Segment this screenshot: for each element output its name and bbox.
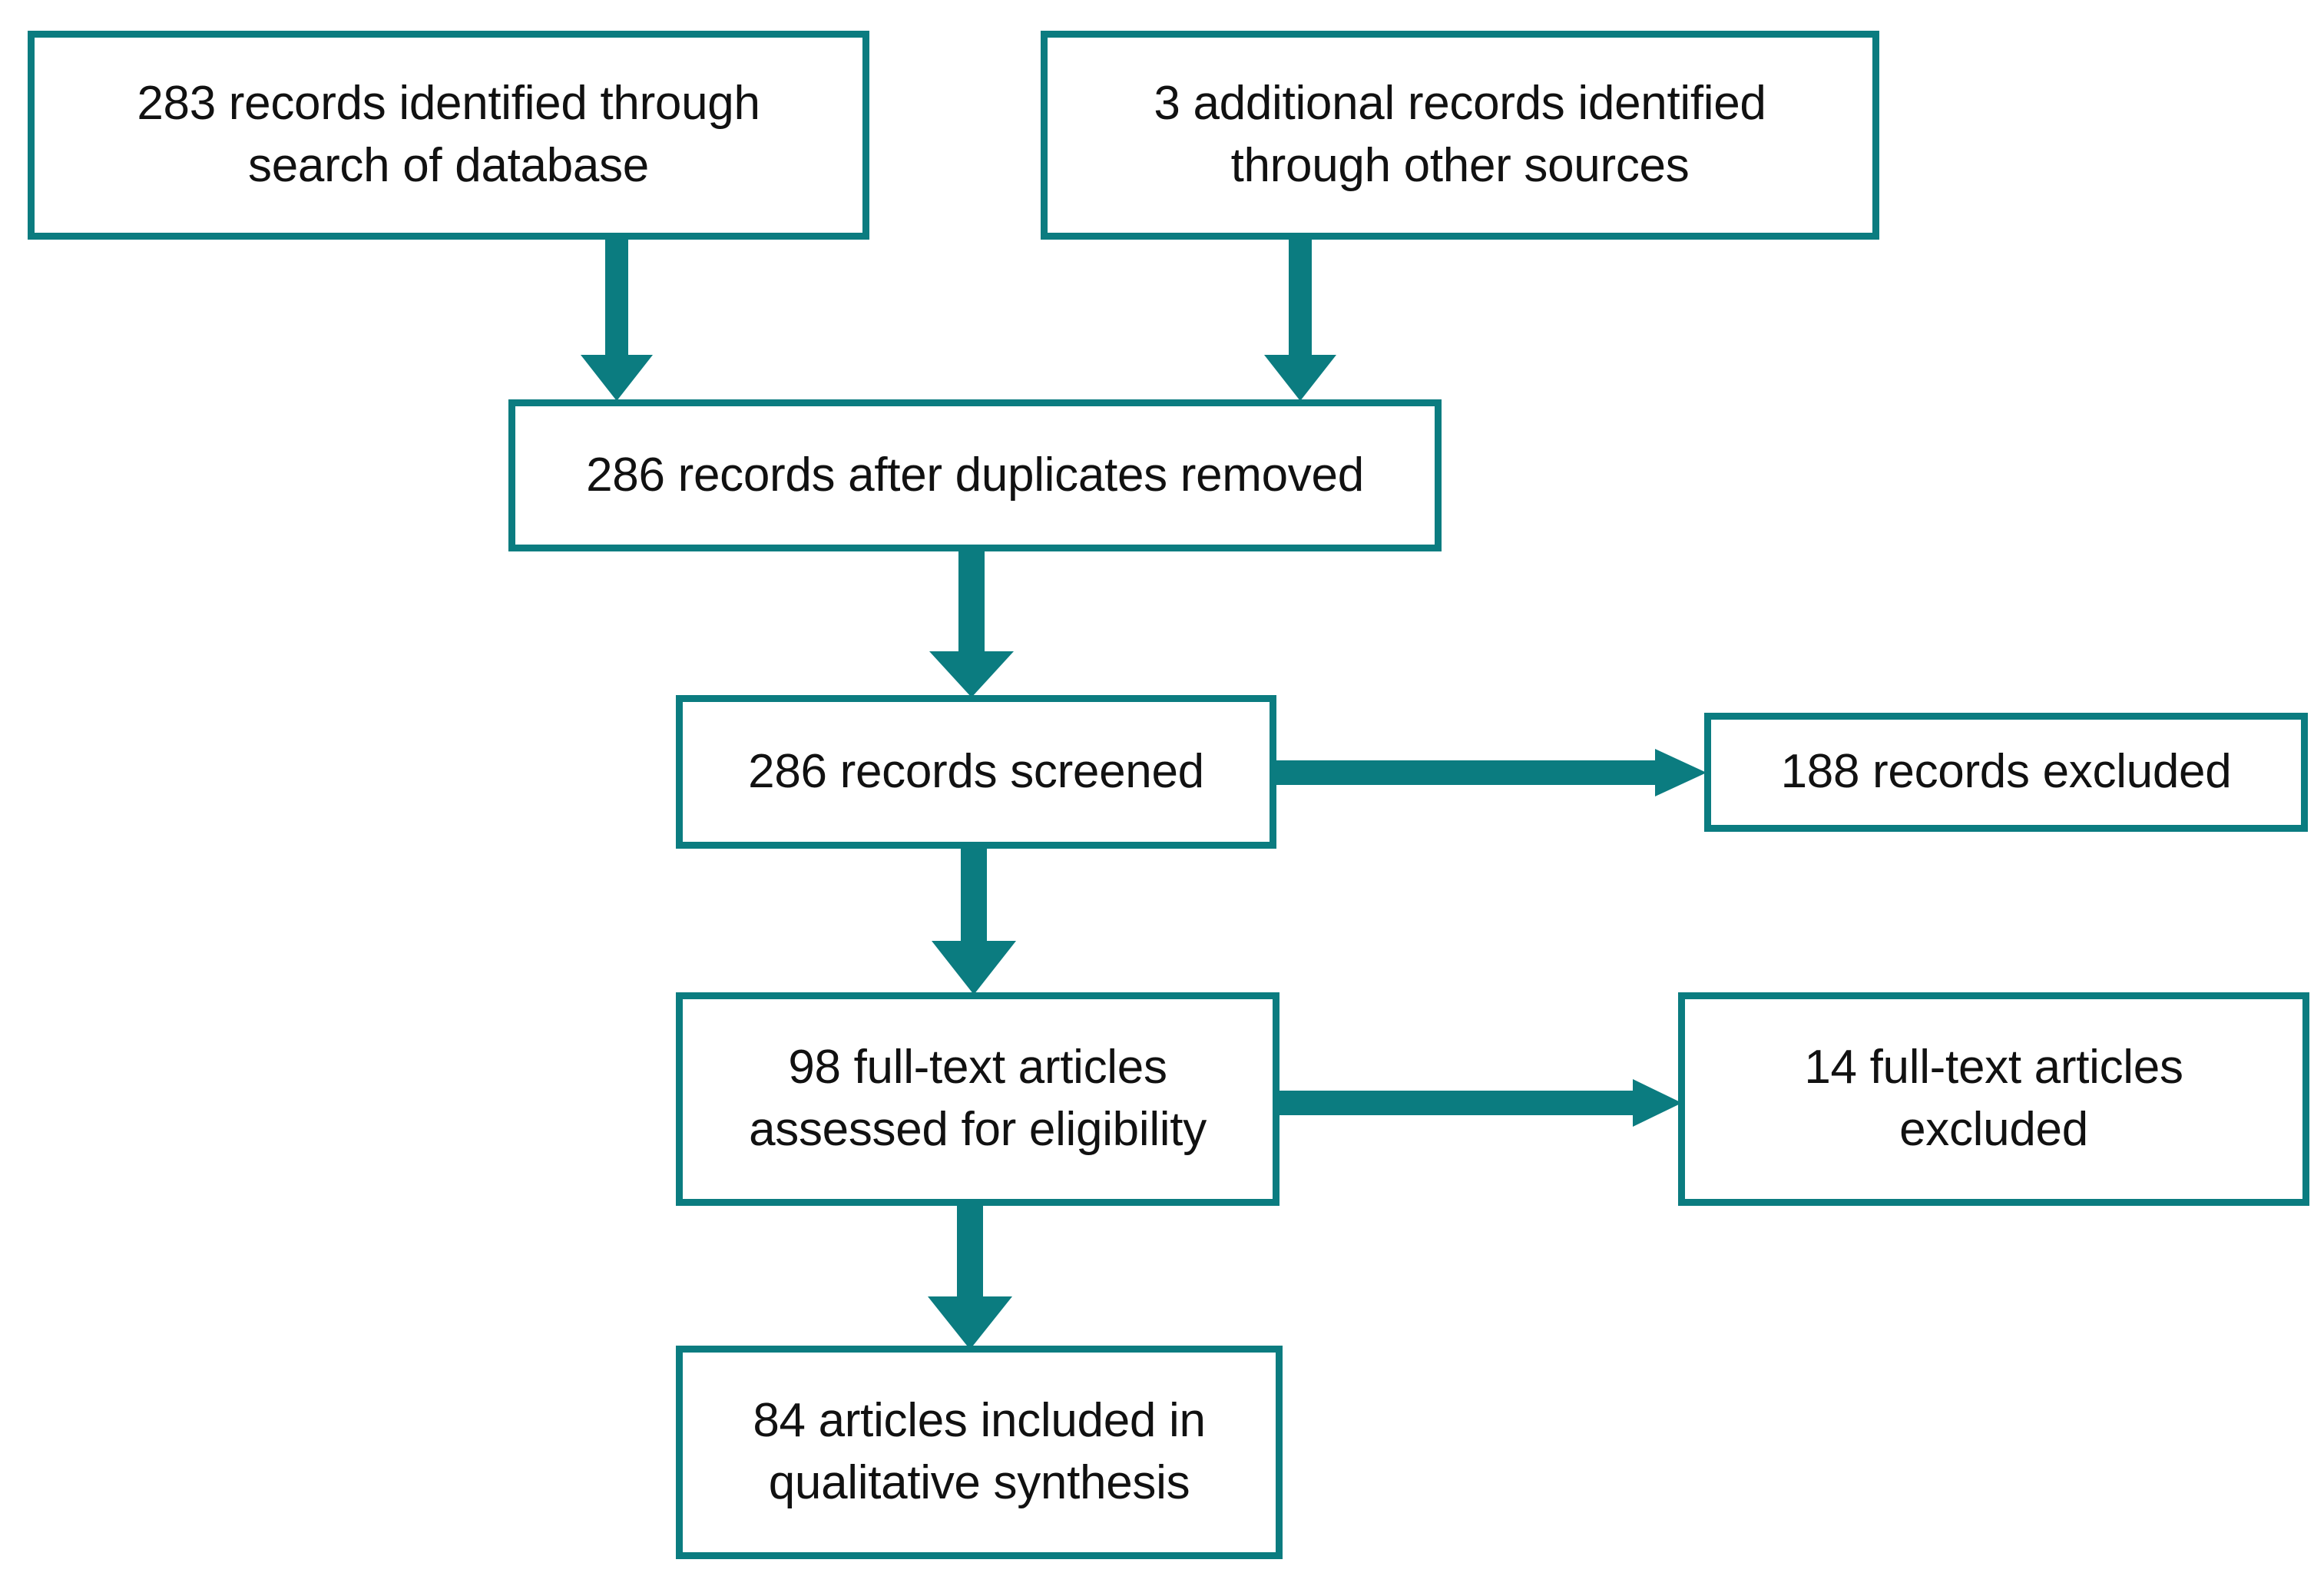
node-label: 283 records identified through search of… — [137, 77, 760, 192]
node-records-screened: 286 records screened — [676, 695, 1276, 849]
node-label: 188 records excluded — [1780, 745, 2232, 799]
node-records-identified-other-sources: 3 additional records identified through … — [1041, 31, 1879, 240]
node-label: 98 full-text articles assessed for eligi… — [749, 1041, 1207, 1156]
node-label: 3 additional records identified through … — [1154, 77, 1766, 192]
node-records-identified-database: 283 records identified through search of… — [28, 31, 869, 240]
node-fulltext-articles-excluded: 14 full-text articles excluded — [1678, 992, 2309, 1206]
node-label: 14 full-text articles excluded — [1804, 1041, 2183, 1156]
node-articles-included-qualitative-synthesis: 84 articles included in qualitative synt… — [676, 1346, 1283, 1559]
node-fulltext-articles-assessed: 98 full-text articles assessed for eligi… — [676, 992, 1279, 1206]
edge-duplicates-to-screened-arrow — [929, 548, 1014, 697]
node-label: 286 records screened — [748, 744, 1204, 798]
edge-fulltext-to-included-arrow — [928, 1202, 1012, 1349]
edge-screened-to-excluded-arrow — [1271, 749, 1707, 796]
node-label: 286 records after duplicates removed — [586, 448, 1364, 502]
node-label: 84 articles included in qualitative synt… — [753, 1394, 1206, 1509]
edge-screened-to-fulltext-arrow — [932, 846, 1016, 995]
node-records-after-duplicates-removed: 286 records after duplicates removed — [508, 399, 1442, 551]
edge-other-to-duplicates-arrow — [1264, 234, 1336, 401]
node-records-excluded: 188 records excluded — [1704, 713, 2308, 832]
edge-db-to-duplicates-arrow — [581, 234, 653, 401]
edge-fulltext-to-excluded-arrow — [1273, 1079, 1682, 1127]
